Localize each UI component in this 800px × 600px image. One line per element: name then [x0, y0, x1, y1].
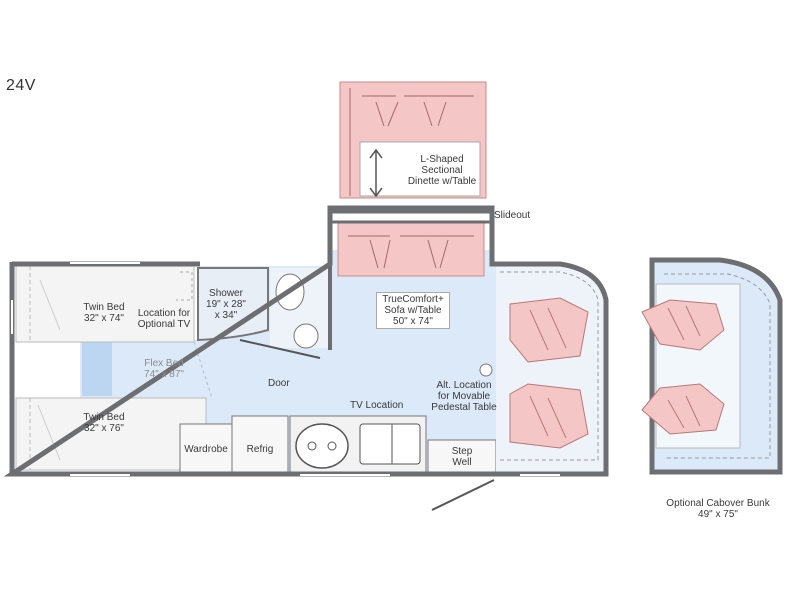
cabover-wall	[649, 257, 783, 475]
wardrobe-label: Wardrobe	[184, 444, 228, 455]
refrig-label: Refrig	[246, 444, 274, 455]
dinette-table	[359, 141, 481, 197]
burner	[327, 441, 337, 451]
door-label: Door	[268, 378, 290, 389]
tv-dashed	[176, 271, 193, 301]
slideout-frame	[328, 210, 494, 224]
cooktop	[295, 423, 349, 469]
step-well-box	[427, 439, 497, 473]
galley-sink	[359, 423, 421, 465]
cabover-seat-top	[641, 299, 725, 351]
sofa-slideout	[337, 219, 485, 277]
bed-fold	[37, 279, 61, 461]
entry-door	[431, 479, 495, 511]
lavatory-sink	[293, 323, 319, 349]
burner	[307, 441, 317, 451]
cabover-seat-bottom	[641, 383, 725, 435]
sofa-lines	[348, 235, 474, 269]
slideout-label: Slideout	[494, 210, 531, 221]
model-name: 24V	[6, 77, 36, 94]
cab-seat-driver	[509, 383, 589, 449]
refrig-box	[231, 415, 289, 473]
dinette-lines	[349, 88, 474, 196]
flex-bed-cushion	[82, 342, 112, 396]
shower-enclosure	[197, 267, 269, 342]
bathroom-door	[239, 339, 321, 359]
dinette-arrow	[369, 148, 383, 198]
flex-bed-dashed	[193, 341, 213, 399]
pedestal-table	[479, 363, 493, 377]
twin-bed-top-shape	[15, 265, 195, 343]
cabover-dashed	[664, 273, 771, 459]
tv-location-label: TV Location	[350, 400, 404, 411]
cab-seat-passenger	[509, 297, 589, 363]
